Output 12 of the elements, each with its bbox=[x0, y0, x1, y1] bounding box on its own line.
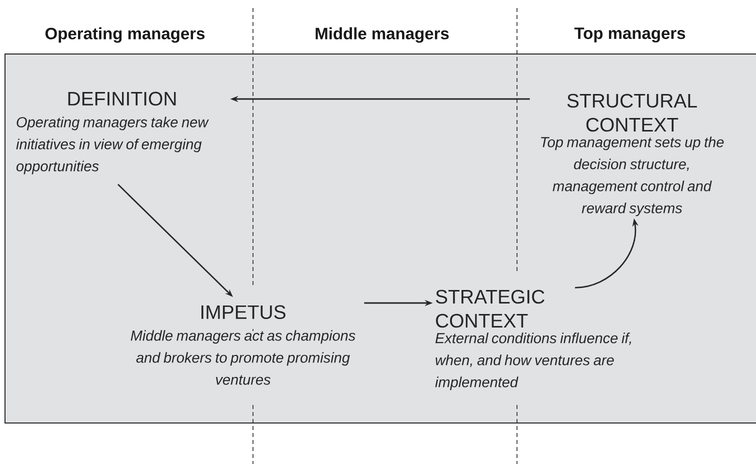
stage-description: External conditions influence if, when, and how ventures are implemented bbox=[435, 332, 632, 390]
stage-description: Top management sets up the decision structure, management control and reward systems bbox=[541, 136, 724, 216]
column-heading: Top managers bbox=[574, 28, 686, 42]
stage-title: IMPETUS bbox=[201, 305, 286, 320]
stage-title: DEFINITION bbox=[68, 92, 176, 106]
stage-description: Operating managers take new initiatives in view of emerging opportunities bbox=[16, 116, 209, 174]
stage-description: Middle managers act as champions and brokers to promote promising ventures bbox=[130, 330, 356, 385]
column-heading: Middle managers bbox=[316, 27, 449, 43]
stage-title: STRATEGIC CONTEXT bbox=[436, 290, 544, 328]
panel-background bbox=[4, 54, 756, 424]
column-heading: Operating managers bbox=[45, 27, 205, 43]
stage-title: STRUCTURAL CONTEXT bbox=[567, 94, 697, 132]
